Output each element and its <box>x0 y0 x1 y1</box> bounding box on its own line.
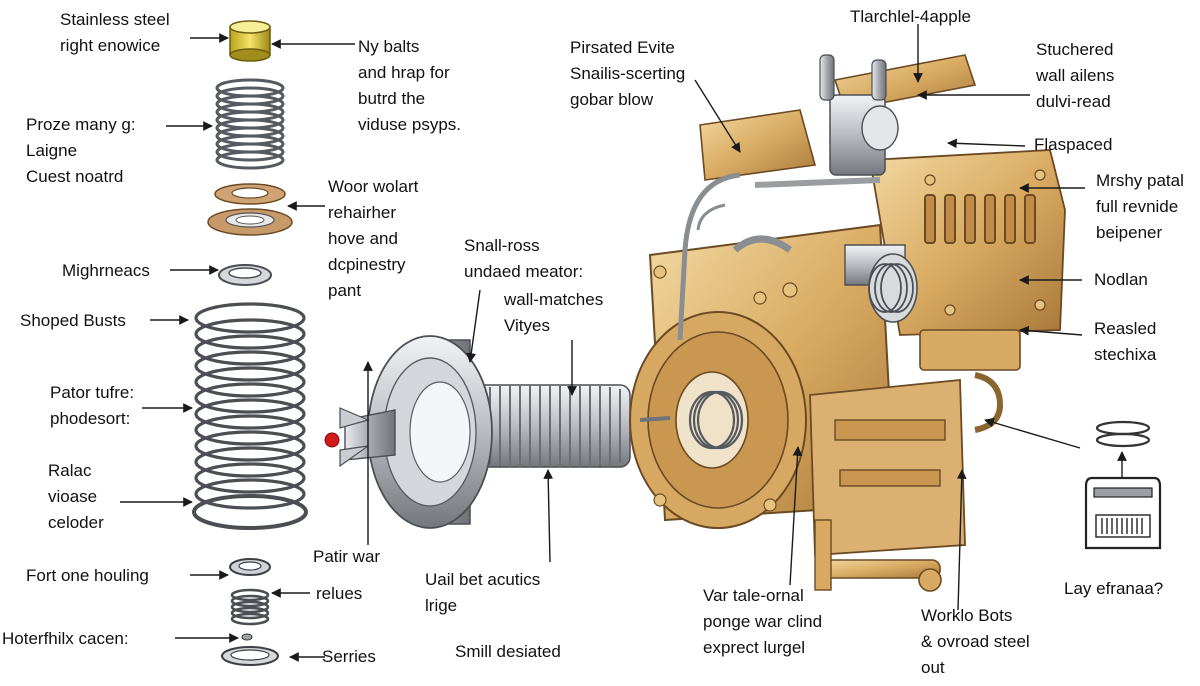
label-reasled: Reasled stechixa <box>1094 319 1157 364</box>
label-proze-many: Proze many g: Laigne Cuest noatrd <box>26 115 136 186</box>
small-steel-ring <box>218 264 272 286</box>
bellows-shaft <box>469 384 631 468</box>
label-stainless-steel: Stainless steel right enowice <box>60 10 170 55</box>
label-flaspaced: Flaspaced <box>1034 135 1113 154</box>
label-worklo-bots: Worklo Bots & ovroad steel out <box>921 606 1030 677</box>
label-hoterfhilx: Hoterfhilx cacen: <box>2 629 129 648</box>
upper-bronze-washer <box>214 183 286 205</box>
label-patir-war: Patir war <box>313 547 381 566</box>
label-woor-wolart: Woor wolart rehairher hove and dcpinestr… <box>328 177 419 300</box>
upper-coil-spring <box>215 78 285 170</box>
label-shoped-busts: Shoped Busts <box>20 311 126 330</box>
label-ralac: Ralac vioase celoder <box>48 461 104 532</box>
label-wall-matches: wall-matches Vityes <box>504 290 604 335</box>
label-mrshy-patal: Mrshy patal full revnide beipener <box>1096 171 1184 242</box>
loose-gasket <box>1095 420 1151 448</box>
label-relues: relues <box>316 584 363 603</box>
tiny-pin <box>241 633 253 641</box>
label-pator-tufre: Pator tufre: phodesort: <box>50 383 135 428</box>
label-pirsated-evite: Pirsated Evite Snailis-scerting gobar bl… <box>570 38 686 109</box>
leader-lines <box>120 24 1127 662</box>
filter-cartridge <box>1084 476 1162 550</box>
label-mighrneacs: Mighrneacs <box>62 261 150 280</box>
label-tlarchlel: Tlarchlel-4apple <box>850 7 971 26</box>
label-snall-ross: Snall-ross undaed meator: <box>464 236 584 281</box>
label-nodlan: Nodlan <box>1094 270 1148 289</box>
label-uail-bet: Uail bet acutics lrige <box>425 570 541 615</box>
label-stuchered: Stuchered wall ailens dulvi-read <box>1036 40 1115 111</box>
funnel-hub <box>339 335 493 529</box>
label-smill-desiated: Smill desiated <box>455 642 561 661</box>
label-var-tale-ornal: Var tale-ornal ponge war clind exprect l… <box>703 586 823 657</box>
label-ny-balts: Ny balts and hrap for butrd the viduse p… <box>358 37 461 134</box>
gold-cap <box>229 20 271 62</box>
large-coil-spring <box>192 302 308 530</box>
bottom-small-spring <box>230 588 270 626</box>
gold-engine-assembly <box>629 54 1066 592</box>
label-serries: Serries <box>322 647 376 666</box>
bottom-flat-washer <box>221 646 279 666</box>
bottom-ring-1 <box>229 558 271 576</box>
red-pin-dot <box>324 432 340 448</box>
lower-bronze-washer <box>207 208 293 236</box>
label-lay-efranaa: Lay efranaa? <box>1064 579 1164 598</box>
label-fort-one-houling: Fort one houling <box>26 566 149 585</box>
